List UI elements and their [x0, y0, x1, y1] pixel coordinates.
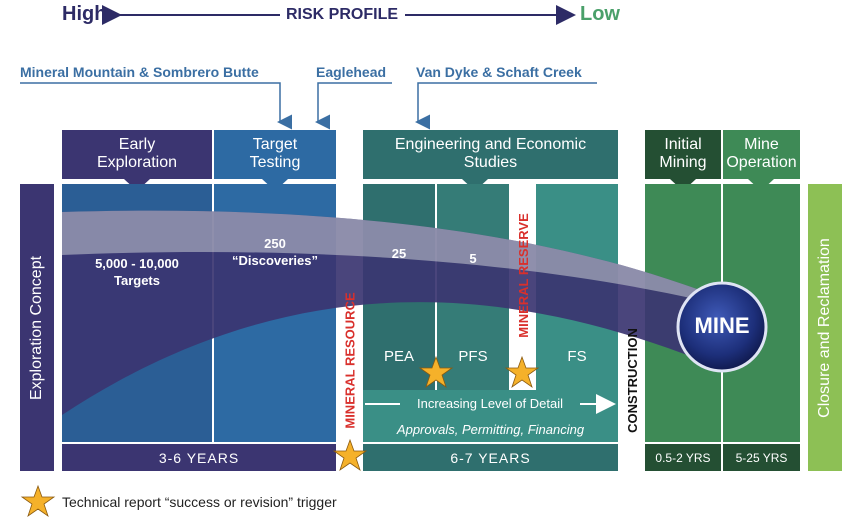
- header-mine-operation: [723, 130, 800, 179]
- header-mine-op-label: Mine Operation: [726, 136, 797, 171]
- header-early-label: Early Exploration: [96, 136, 178, 171]
- risk-high-label: High: [62, 3, 107, 25]
- legend-text: Technical report “success or revision” t…: [62, 494, 337, 510]
- duration-label-3: 0.5-2 YRS: [655, 451, 711, 465]
- detail-label: Increasing Level of Detail: [400, 396, 580, 411]
- approvals-label: Approvals, Permitting, Financing: [396, 422, 585, 437]
- construction-label: CONSTRUCTION: [624, 327, 640, 433]
- risk-low-label: Low: [580, 3, 620, 25]
- stage-pfs: PFS: [458, 348, 488, 365]
- star-icon: [418, 355, 454, 389]
- project-van-dyke: Van Dyke & Schaft Creek: [416, 64, 582, 80]
- header-initial-mining: [645, 130, 721, 179]
- mineral-reserve-label: MINERAL RESERVE: [515, 212, 531, 338]
- stage-fs: FS: [567, 348, 587, 365]
- pointer-eaglehead: [315, 82, 392, 130]
- count-pfs: 5: [469, 251, 477, 266]
- duration-label-4: 5-25 YRS: [735, 451, 788, 465]
- closure-reclamation-bar: [808, 184, 842, 471]
- stage-pea: PEA: [383, 348, 414, 365]
- header-eng-label: Engineering and Economic Studies: [394, 136, 587, 171]
- exploration-concept-bar: [20, 184, 54, 471]
- pointer-mineral-mountain: [20, 82, 292, 130]
- legend-star-icon: [20, 484, 56, 518]
- pointer-van-dyke: [415, 82, 597, 130]
- star-icon: [332, 438, 368, 472]
- duration-bar-3: [645, 444, 721, 471]
- duration-bar-4: [723, 444, 800, 471]
- duration-bar-1: [62, 444, 336, 471]
- duration-bar-2: [363, 444, 618, 471]
- mine-label: MINE: [694, 313, 750, 338]
- duration-label-1: 3-6 YEARS: [158, 450, 240, 466]
- mineral-resource-label: MINERAL RESOURCE: [342, 291, 358, 429]
- header-target-testing: [214, 130, 336, 179]
- funnel-grey: [62, 210, 700, 300]
- duration-label-2: 6-7 YEARS: [450, 450, 531, 466]
- header-engineering: [363, 130, 618, 179]
- exploration-concept-label: Exploration Concept: [28, 255, 45, 400]
- star-icon: [504, 355, 540, 389]
- project-eaglehead: Eaglehead: [316, 64, 387, 80]
- header-initial-label: Initial Mining: [659, 136, 707, 171]
- header-early-exploration: [62, 130, 212, 179]
- mine-circle: [676, 281, 768, 373]
- header-target-label: Target Testing: [249, 136, 301, 171]
- count-targets: 5,000 - 10,000 Targets: [95, 256, 179, 288]
- project-mineral-mountain: Mineral Mountain & Sombrero Butte: [20, 64, 259, 80]
- risk-profile-title: RISK PROFILE: [286, 6, 399, 23]
- count-pea: 25: [391, 246, 407, 261]
- closure-label: Closure and Reclamation: [816, 237, 833, 418]
- count-discoveries: 250 “Discoveries”: [232, 236, 318, 268]
